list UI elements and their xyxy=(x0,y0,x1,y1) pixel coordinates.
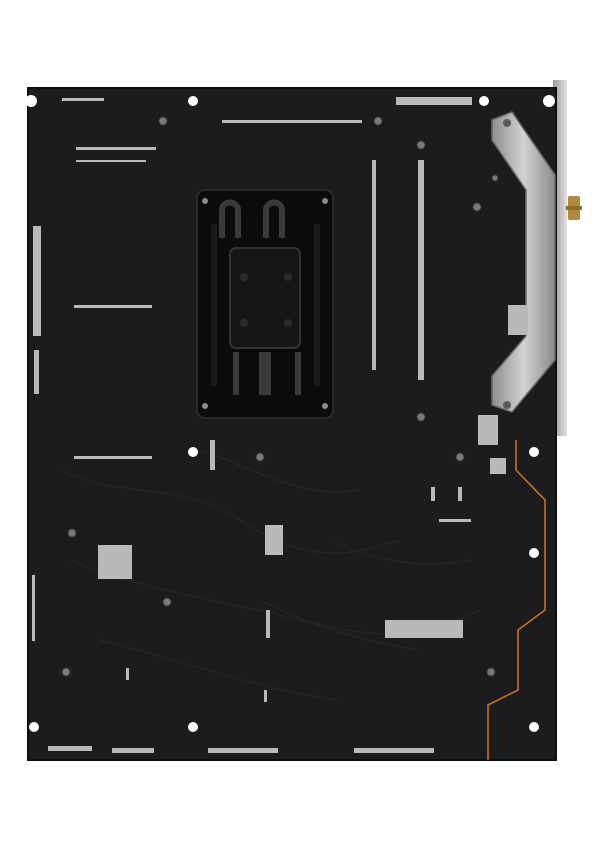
orange-trace xyxy=(487,440,546,760)
screws xyxy=(61,116,499,677)
cpu-backplate xyxy=(196,189,334,419)
steel-bracket xyxy=(491,111,556,413)
antenna-connector xyxy=(566,196,582,220)
smd-components xyxy=(32,97,528,753)
pcb-traces xyxy=(59,449,481,701)
mounting-holes xyxy=(25,95,555,732)
pcb-board xyxy=(27,87,557,761)
